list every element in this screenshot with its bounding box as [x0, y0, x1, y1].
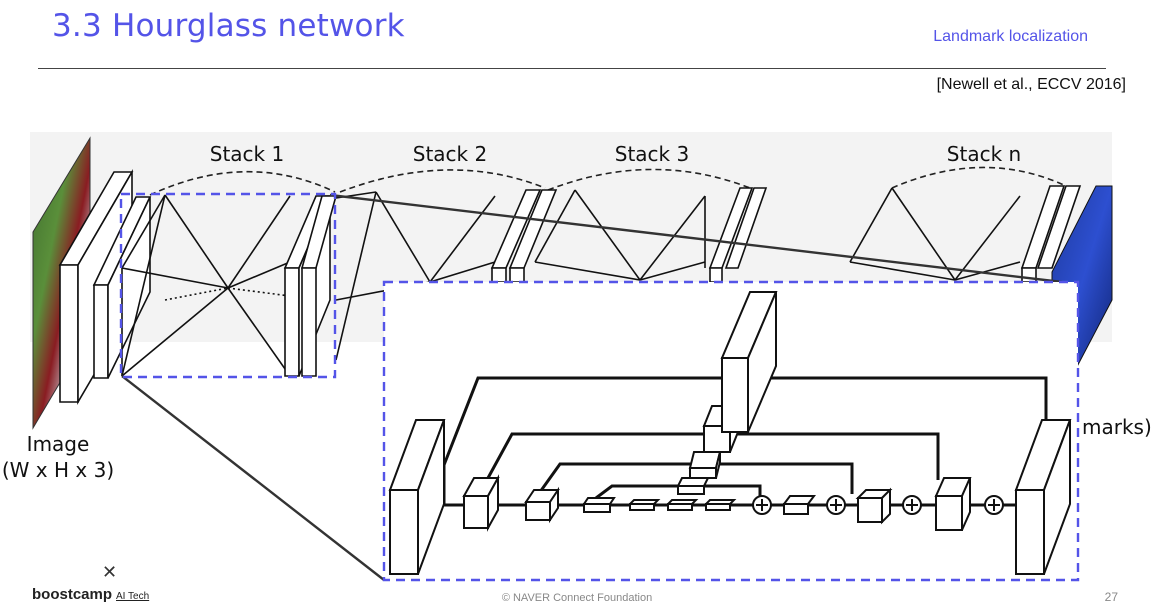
- output-label-fragment: marks): [1082, 415, 1152, 439]
- close-x-icon: ✕: [102, 562, 117, 583]
- input-label-line1: Image: [27, 432, 90, 456]
- plus-node: [903, 496, 921, 514]
- plus-node: [827, 496, 845, 514]
- plus-node: [985, 496, 1003, 514]
- plus-node: [753, 496, 771, 514]
- stack-label-1: Stack 1: [210, 142, 284, 166]
- stack-label-3: Stack 3: [615, 142, 689, 166]
- copyright-note: © NAVER Connect Foundation: [0, 592, 1154, 604]
- stack-label-n: Stack n: [947, 142, 1021, 166]
- stack-label-2: Stack 2: [413, 142, 487, 166]
- input-label-line2: (W x H x 3): [2, 458, 114, 482]
- page-number: 27: [1105, 590, 1118, 604]
